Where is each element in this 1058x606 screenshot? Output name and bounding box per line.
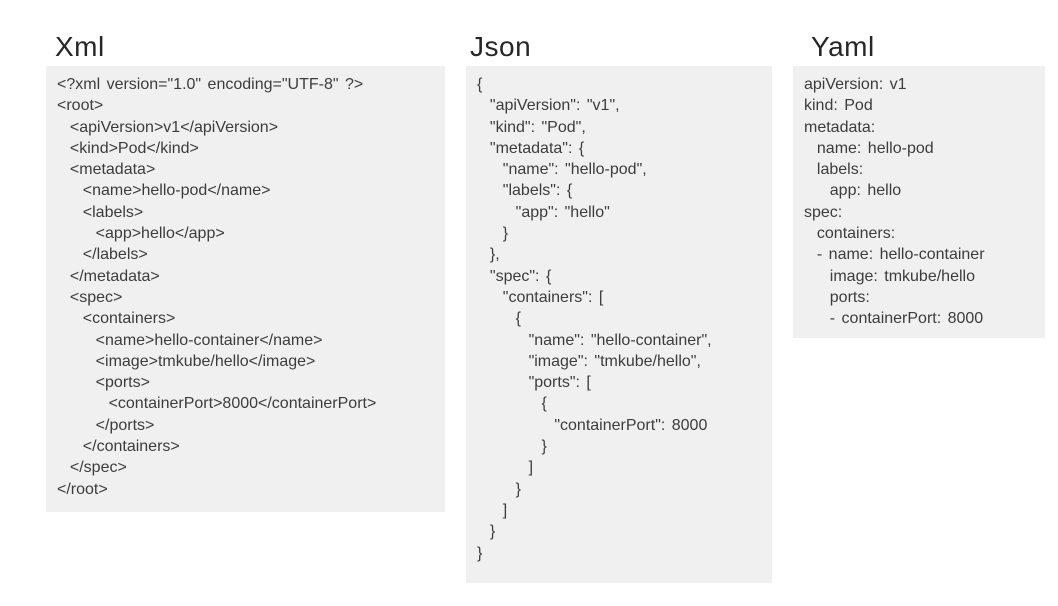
json-code-block: { "apiVersion": "v1", "kind": "Pod", "me… [466,66,772,583]
xml-section-title: Xml [55,31,105,63]
yaml-code-block: apiVersion: v1 kind: Pod metadata: name:… [793,66,1045,338]
yaml-section-title: Yaml [811,31,875,63]
json-section-title: Json [470,31,532,63]
xml-code-block: <?xml version="1.0" encoding="UTF-8" ?> … [46,66,445,512]
